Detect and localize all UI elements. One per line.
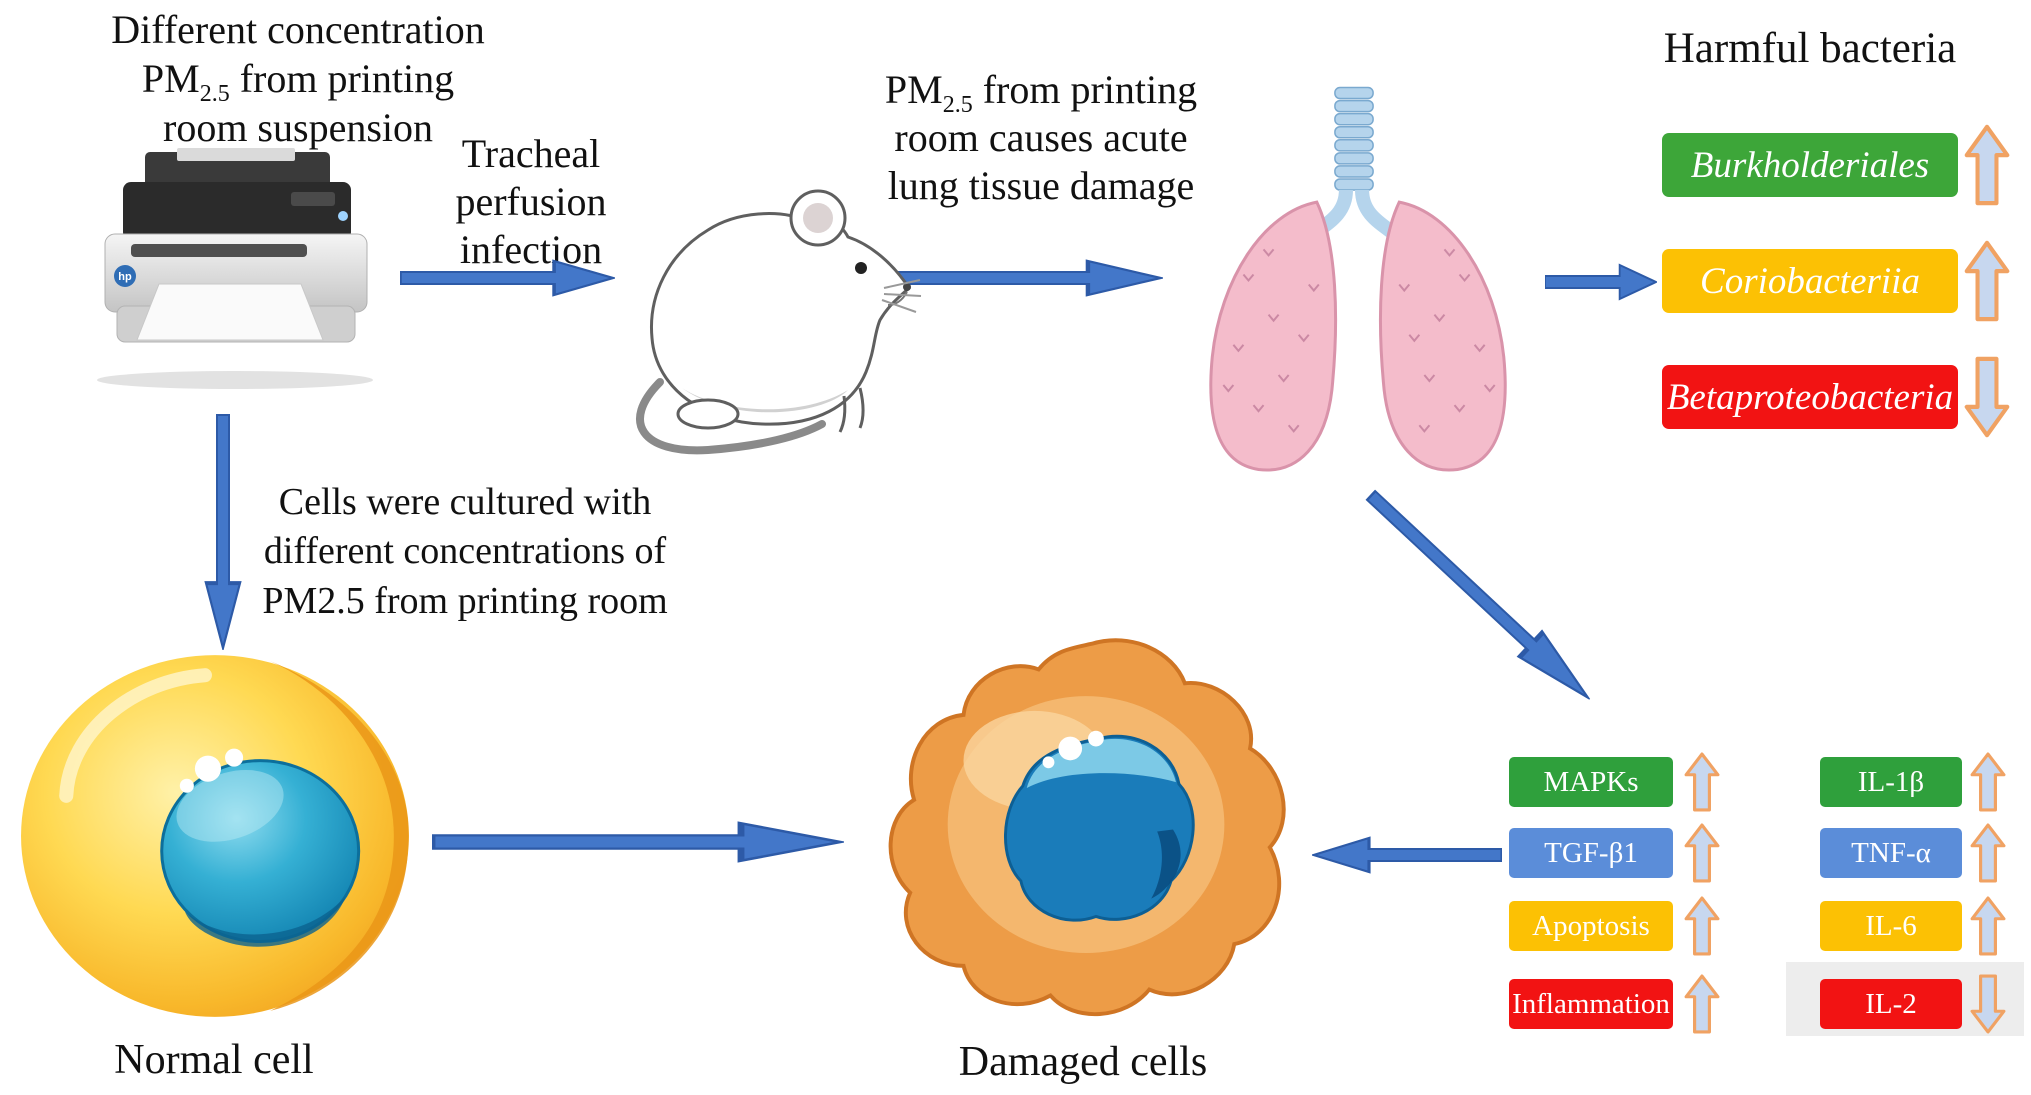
flow-arrow-lungs-to-bacteria — [1545, 262, 1657, 302]
printer-caption-line2: PM2.5 from printing — [141, 55, 455, 107]
marker-label: TGF-β1 — [1544, 836, 1638, 869]
trend-arrow-icon — [1684, 752, 1720, 812]
marker-label: Inflammation — [1512, 987, 1670, 1020]
printer-caption-line3: room suspension — [163, 104, 433, 150]
marker-box: Inflammation — [1509, 979, 1673, 1029]
printer-caption: Different concentration PM2.5 from print… — [18, 6, 578, 152]
bacteria-label: Burkholderiales — [1690, 144, 1930, 186]
svg-text:hp: hp — [118, 271, 132, 283]
trend-arrow-icon — [1970, 974, 2006, 1034]
marker-label: TNF-α — [1851, 836, 1931, 869]
bacteria-box: Coriobacteriia — [1662, 249, 1958, 313]
lung-damage-label: PM2.5 from printing room causes acute lu… — [884, 67, 1198, 208]
trend-arrow-icon — [1964, 240, 2010, 322]
marker-label: MAPKs — [1543, 765, 1639, 798]
flow-arrow-mouse-to-lungs — [898, 258, 1163, 298]
bacteria-label: Betaproteobacteria — [1666, 376, 1954, 418]
harmful-bacteria-title: Harmful bacteria — [1663, 25, 1957, 72]
marker-box: IL-6 — [1820, 901, 1962, 951]
marker-box: TGF-β1 — [1509, 828, 1673, 878]
trend-arrow-icon — [1970, 896, 2006, 956]
trend-arrow-icon — [1684, 974, 1720, 1034]
mouse-icon — [612, 138, 922, 458]
trachea — [1334, 86, 1374, 191]
flow-arrow-printer-to-mouse — [400, 258, 615, 298]
marker-box: TNF-α — [1820, 828, 1962, 878]
marker-box: IL-2 — [1820, 979, 1962, 1029]
bacteria-box: Betaproteobacteria — [1662, 365, 1958, 429]
trend-arrow-icon — [1684, 896, 1720, 956]
flow-arrow-printer-to-cells — [203, 414, 243, 650]
marker-label: IL-6 — [1865, 909, 1917, 942]
normal-cell-label: Normal cell — [114, 1037, 314, 1083]
marker-box: Apoptosis — [1509, 901, 1673, 951]
marker-box: MAPKs — [1509, 757, 1673, 807]
trend-arrow-icon — [1964, 356, 2010, 438]
bacteria-label: Coriobacteriia — [1700, 260, 1920, 302]
marker-label: Apoptosis — [1532, 909, 1650, 942]
bacteria-box: Burkholderiales — [1662, 133, 1958, 197]
damaged-cells-label: Damaged cells — [958, 1039, 1208, 1085]
marker-label: IL-2 — [1865, 987, 1917, 1020]
normal-cell-icon — [14, 645, 426, 1027]
trend-arrow-icon — [1970, 752, 2006, 812]
lungs-icon — [1158, 83, 1550, 481]
tracheal-infection-label: Tracheal perfusion infection — [455, 131, 607, 272]
printer-icon: hp — [85, 148, 385, 393]
trend-arrow-icon — [1964, 124, 2010, 206]
culture-label: Cells were cultured with different conce… — [262, 481, 668, 622]
flow-arrow-lungs-to-markers — [1357, 480, 1604, 714]
flow-arrow-normal-to-damaged — [432, 820, 844, 864]
trend-arrow-icon — [1684, 823, 1720, 883]
trend-arrow-icon — [1970, 823, 2006, 883]
marker-box: IL-1β — [1820, 757, 1962, 807]
damaged-cell-icon — [872, 622, 1306, 1037]
marker-label: IL-1β — [1857, 765, 1925, 798]
printer-caption-line1: Different concentration — [111, 7, 485, 52]
flow-arrow-markers-to-damaged — [1312, 835, 1502, 875]
